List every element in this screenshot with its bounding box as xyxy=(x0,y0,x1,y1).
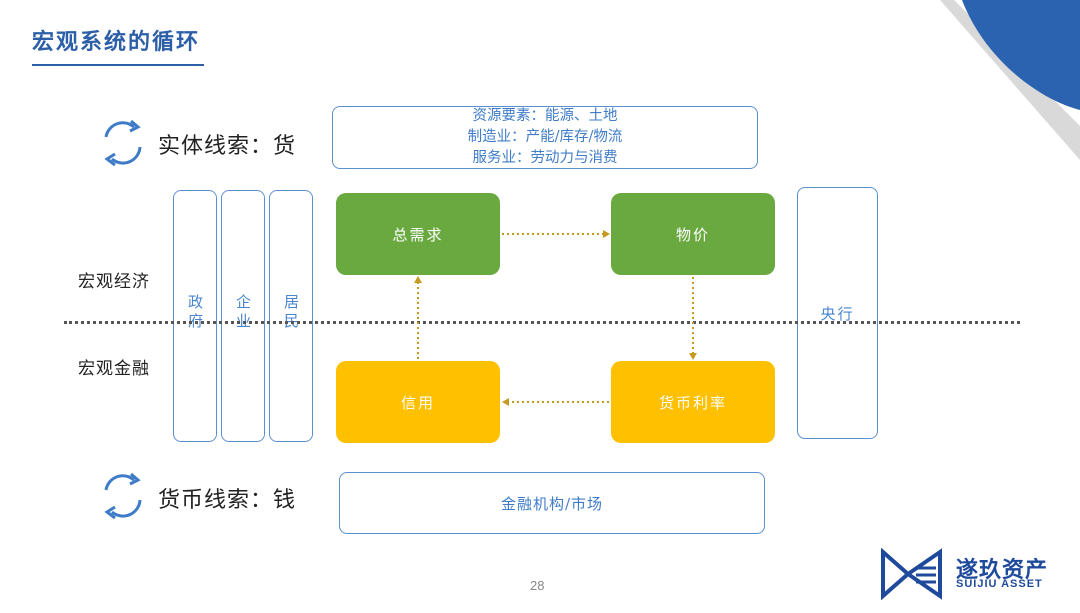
central-bank-column: 央行 xyxy=(797,187,878,439)
arrowhead-credit-to-demand xyxy=(414,276,422,283)
level-label-economy: 宏观经济 xyxy=(78,272,150,292)
logo-text-en: SUIJIU ASSET xyxy=(956,578,1043,590)
node-money-rate: 货币利率 xyxy=(611,361,775,443)
economy-finance-divider xyxy=(64,321,1020,324)
sector-column-enterprise xyxy=(221,190,265,442)
title-underline xyxy=(32,64,204,66)
logo-text-cn: 遂玖资产 xyxy=(956,557,1049,583)
logo-mark-icon xyxy=(881,548,942,600)
node-price-level: 物价 xyxy=(611,193,775,275)
sector-column-government xyxy=(173,190,217,442)
real-thread-label: 实体线索：货 xyxy=(158,134,297,159)
resource-line-2: 制造业：产能/库存/物流 xyxy=(467,129,623,145)
arrowhead-rate-to-credit xyxy=(502,398,509,406)
resource-line-3: 服务业：劳动力与消费 xyxy=(472,150,618,166)
page-number: 28 xyxy=(530,578,545,593)
arrowhead-price-to-rate xyxy=(689,353,697,360)
cycle-arrows-icon xyxy=(104,119,142,167)
cycle-arrows-icon xyxy=(104,472,142,520)
level-label-finance: 宏观金融 xyxy=(78,359,150,379)
finance-box-label: 金融机构/市场 xyxy=(500,494,604,513)
resource-box-text: 资源要素：能源、土地 制造业：产能/库存/物流 服务业：劳动力与消费 xyxy=(332,106,758,169)
node-credit: 信用 xyxy=(336,361,500,443)
sector-column-household xyxy=(269,190,313,442)
money-thread-label: 货币线索：钱 xyxy=(158,488,297,513)
central-bank-label: 央行 xyxy=(820,304,855,323)
resource-box xyxy=(332,106,758,169)
resource-line-1: 资源要素：能源、土地 xyxy=(472,108,618,124)
page-title: 宏观系统的循环 xyxy=(32,29,201,55)
finance-box: 金融机构/市场 xyxy=(339,472,765,534)
corner-decoration xyxy=(940,0,1080,160)
node-aggregate-demand: 总需求 xyxy=(336,193,500,275)
arrowhead-demand-to-price xyxy=(603,230,610,238)
